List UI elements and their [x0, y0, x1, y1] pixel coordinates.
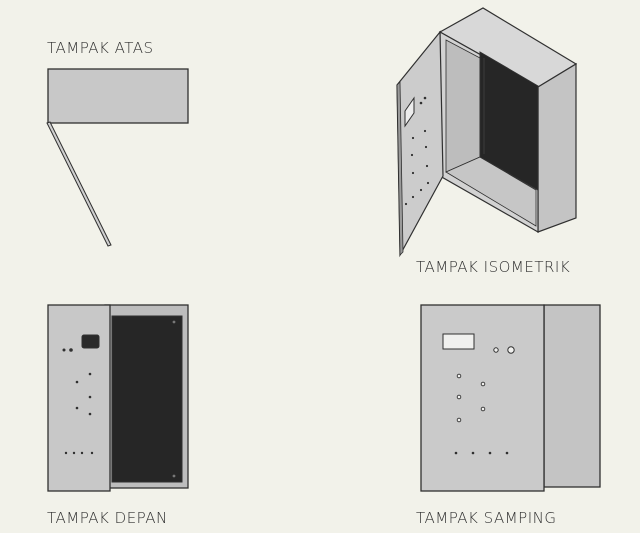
front-back-panel	[111, 315, 183, 483]
iso-door-edge	[396, 81, 404, 256]
iso-door-holes	[404, 96, 430, 206]
iso-back-panel	[479, 51, 539, 191]
iso-inner-floor	[445, 156, 537, 227]
front-open-door	[47, 304, 111, 492]
side-door-bottom-holes	[454, 451, 509, 455]
side-door-holes	[456, 373, 486, 423]
front-view-label: TAMPAK DEPAN	[47, 509, 168, 527]
top-view-open-door	[46, 121, 112, 247]
side-indicator-large	[507, 346, 515, 354]
front-door-display	[81, 334, 100, 349]
side-door-display	[442, 333, 475, 350]
top-view-label: TAMPAK ATAS	[47, 39, 154, 57]
side-door-face	[420, 304, 545, 492]
side-indicator-small	[493, 347, 499, 353]
front-door-holes	[62, 348, 94, 455]
isometric-view-label: TAMPAK ISOMETRIK	[416, 258, 571, 276]
top-view-cabinet	[47, 68, 189, 124]
iso-door-display	[404, 96, 415, 128]
side-cabinet-body	[543, 304, 601, 488]
side-view-label: TAMPAK SAMPING	[416, 509, 557, 527]
